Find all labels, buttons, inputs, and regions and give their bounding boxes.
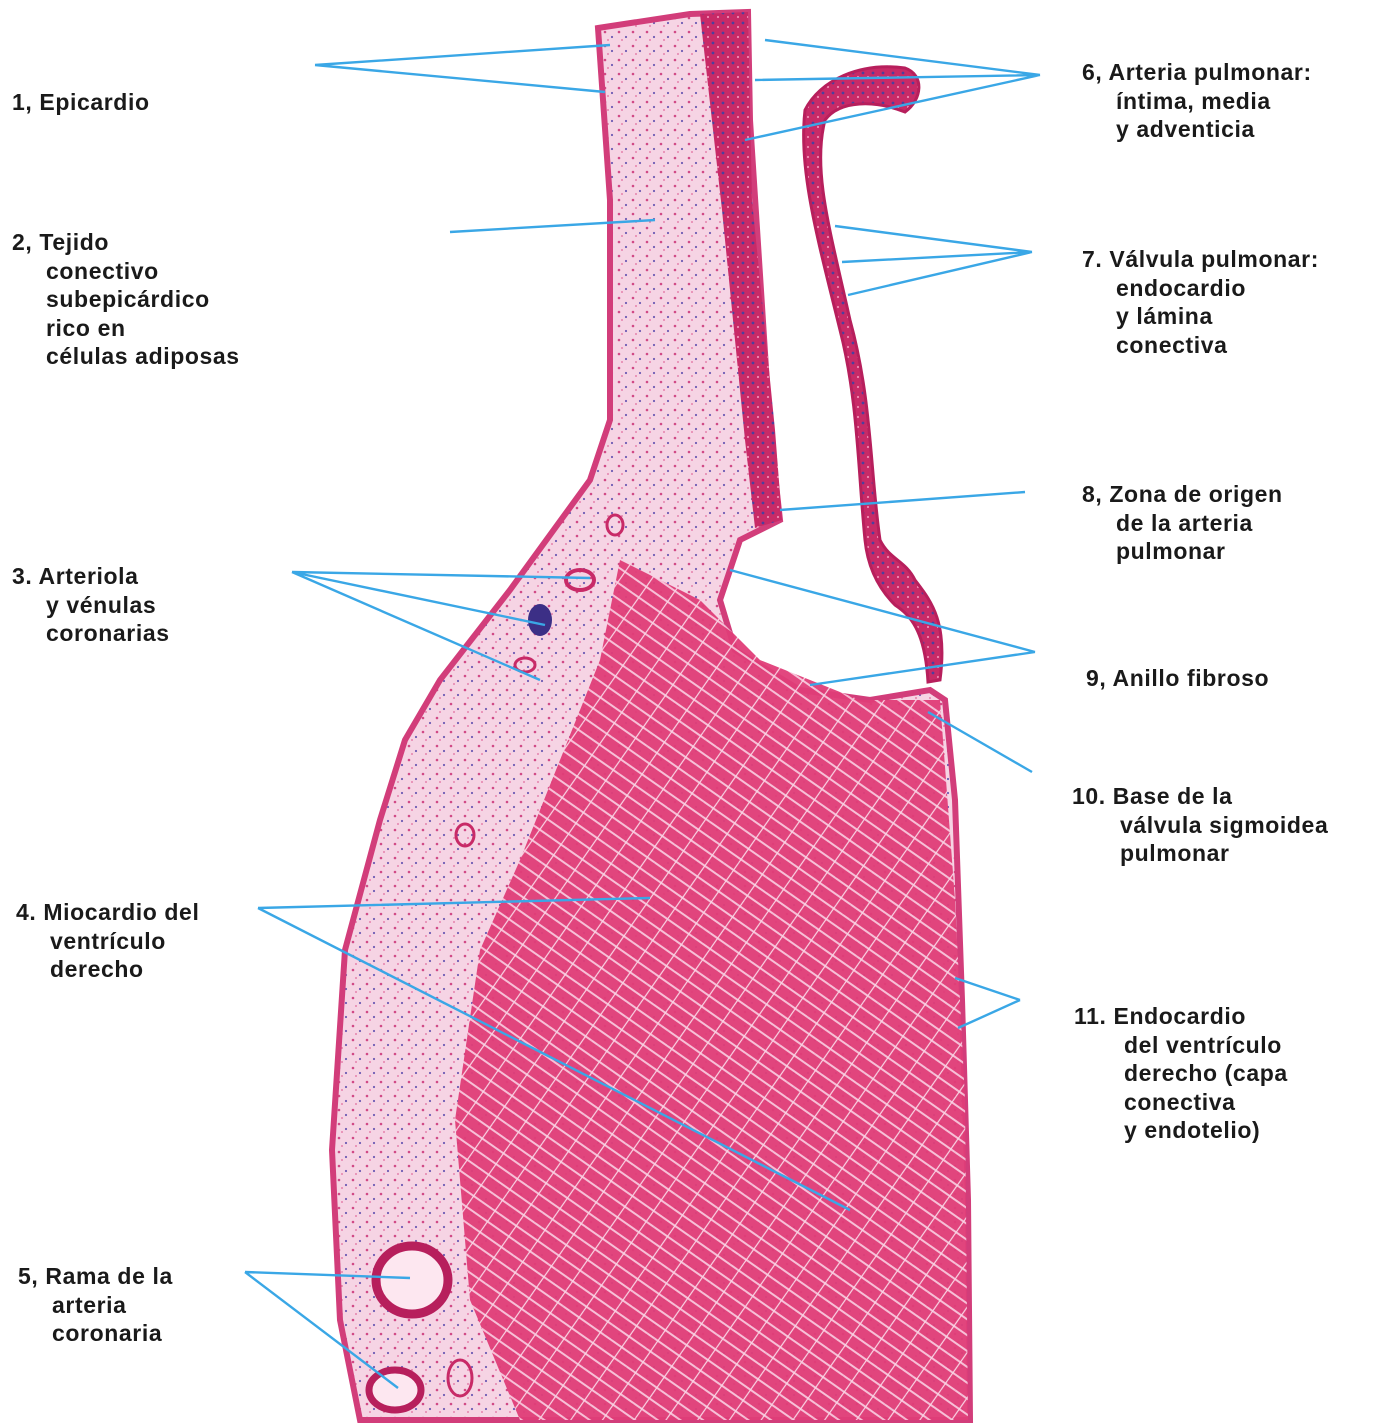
label-tejido-conectivo: 2, Tejido conectivo subepicárdico rico e… bbox=[12, 228, 240, 371]
label-endocardio-ventriculo: 11. Endocardio del ventrículo derecho (c… bbox=[1074, 1002, 1288, 1145]
label-valvula-pulmonar: 7. Válvula pulmonar: endocardio y lámina… bbox=[1082, 245, 1319, 359]
label-epicardio: 1, Epicardio bbox=[12, 88, 150, 117]
label-rama-arteria-coronaria: 5, Rama de la arteria coronaria bbox=[18, 1262, 173, 1348]
label-zona-origen: 8, Zona de origen de la arteria pulmonar bbox=[1082, 480, 1283, 566]
label-miocardio: 4. Miocardio del ventrículo derecho bbox=[16, 898, 199, 984]
label-anillo-fibroso: 9, Anillo fibroso bbox=[1086, 664, 1269, 693]
label-arteria-pulmonar: 6, Arteria pulmonar: íntima, media y adv… bbox=[1082, 58, 1312, 144]
label-base-valvula: 10. Base de la válvula sigmoidea pulmona… bbox=[1072, 782, 1328, 868]
label-arteriola-venulas: 3. Arteriola y vénulas coronarias bbox=[12, 562, 170, 648]
pulmonary-valve-leaflet bbox=[804, 67, 942, 682]
